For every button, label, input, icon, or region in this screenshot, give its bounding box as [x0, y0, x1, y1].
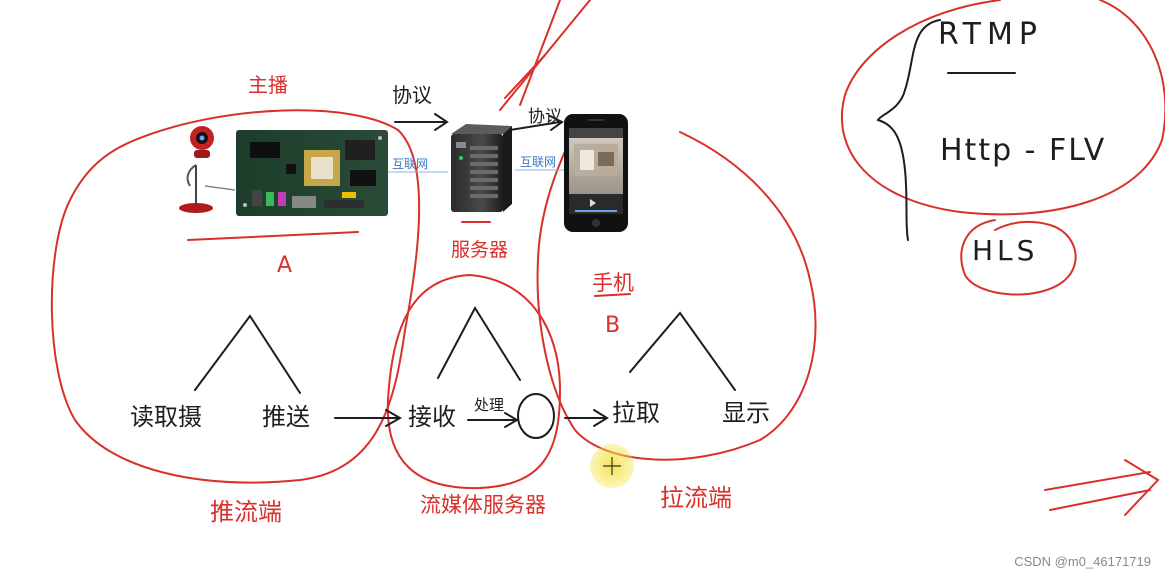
server-icon	[451, 124, 512, 212]
arrow-protocol-1	[394, 113, 449, 131]
phone-icon	[564, 114, 628, 232]
media-server-loop	[386, 273, 562, 490]
webcam-icon	[179, 126, 236, 213]
label-protocol-2: 协议	[528, 107, 562, 127]
label-display: 显示	[722, 399, 770, 427]
underline-a	[187, 231, 359, 241]
arrow-push-to-receive	[334, 409, 403, 427]
arrow-receive-to-process	[467, 412, 519, 428]
underline-phone	[594, 293, 631, 297]
label-process: 处理	[474, 396, 504, 414]
label-push: 推送	[262, 403, 310, 431]
label-protocol-1: 协议	[392, 83, 432, 107]
label-hls: HLS	[972, 234, 1038, 267]
label-device-b: B	[605, 313, 620, 338]
label-server: 服务器	[451, 239, 508, 261]
server-stroke-3	[504, 54, 546, 99]
tree-middle	[437, 305, 521, 381]
label-http-flv: Http - FLV	[940, 133, 1106, 168]
watermark: CSDN @m0_46171719	[1014, 554, 1151, 569]
label-rtmp: RTMP	[938, 17, 1043, 52]
label-phone: 手机	[592, 271, 634, 295]
label-pull: 拉取	[612, 399, 660, 427]
label-anchor: 主播	[248, 73, 288, 97]
label-internet-2: 互联网	[520, 155, 556, 169]
label-device-a: A	[277, 253, 292, 278]
label-internet-1: 互联网	[392, 157, 428, 171]
label-pull-end: 拉流端	[660, 484, 732, 512]
dev-board-icon	[236, 130, 388, 216]
label-read-camera: 读取摄	[130, 403, 202, 431]
label-media-server: 流媒体服务器	[420, 493, 546, 517]
arrow-right-bottom	[1044, 459, 1160, 516]
cursor-crosshair-icon	[603, 457, 621, 475]
label-receive: 接收	[408, 403, 456, 431]
push-end-loop	[50, 109, 421, 484]
pull-end-loop	[536, 119, 817, 461]
tree-right	[629, 311, 736, 391]
arrow-protocol-2	[509, 115, 564, 131]
hls-loop	[960, 219, 1077, 296]
server-stroke-2	[519, 0, 561, 106]
process-circle	[517, 393, 555, 439]
arrow-to-pull	[564, 409, 609, 427]
tree-left	[194, 314, 301, 394]
brace	[876, 19, 941, 241]
label-push-end: 推流端	[210, 498, 282, 526]
